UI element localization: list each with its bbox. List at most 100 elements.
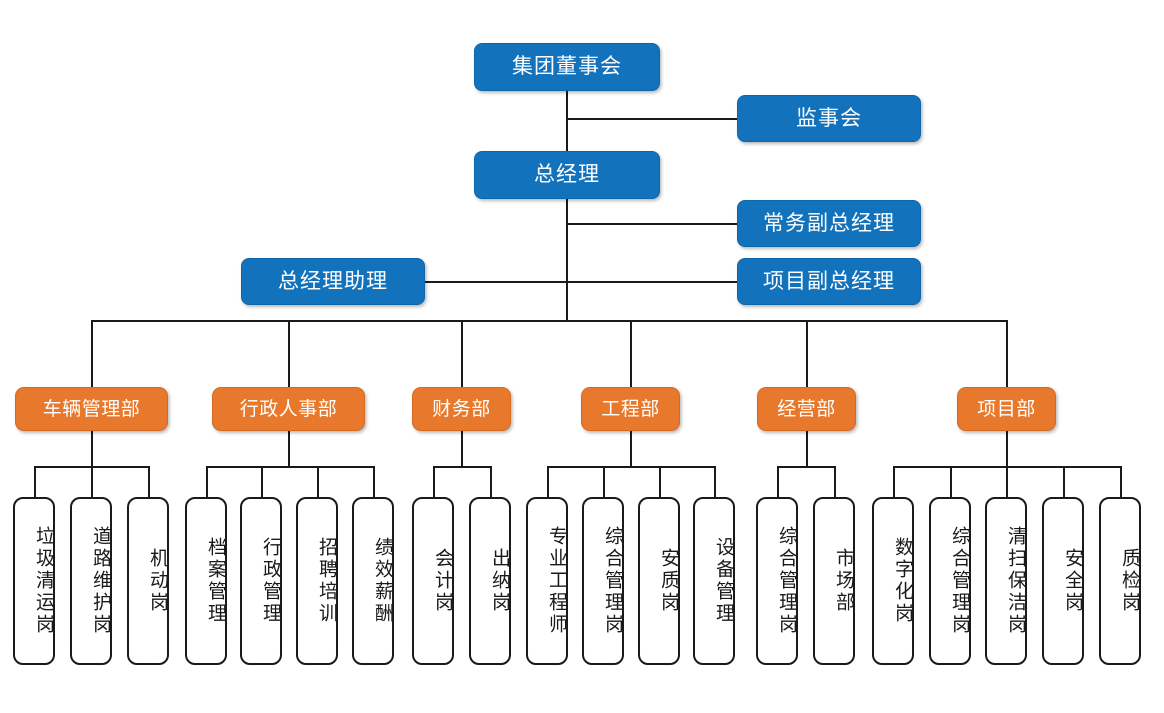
node-position[interactable]: 安质岗 xyxy=(638,497,680,665)
node-supervisory-board-label: 监事会 xyxy=(796,105,862,130)
node-position[interactable]: 招聘培训 xyxy=(296,497,338,665)
node-board[interactable]: 集团董事会 xyxy=(474,43,660,91)
node-department-admin-hr[interactable]: 行政人事部 xyxy=(212,387,365,431)
node-supervisory-board[interactable]: 监事会 xyxy=(737,95,921,142)
connector-leaf-drop xyxy=(1120,466,1122,497)
connector-dept-2-stem xyxy=(288,431,290,466)
connector-sub-bus-5 xyxy=(777,466,834,468)
node-position-label: 数字化岗 xyxy=(892,537,914,625)
connector-leaf-drop xyxy=(659,466,661,497)
connector-leaf-drop xyxy=(1006,466,1008,497)
connector-gm-trunk xyxy=(566,199,568,321)
node-position[interactable]: 出纳岗 xyxy=(469,497,511,665)
node-department-project[interactable]: 项目部 xyxy=(957,387,1056,431)
node-position-label: 招聘培训 xyxy=(316,537,338,625)
node-position-label: 档案管理 xyxy=(205,537,227,625)
connector-leaf-drop xyxy=(148,466,150,497)
connector-leaf-drop xyxy=(91,466,93,497)
connector-dept-4-stem xyxy=(630,431,632,466)
connector-leaf-drop xyxy=(834,466,836,497)
node-position-label: 综合管理岗 xyxy=(949,526,971,636)
node-department-label: 车辆管理部 xyxy=(42,397,141,420)
node-position[interactable]: 机动岗 xyxy=(127,497,169,665)
node-position[interactable]: 绩效薪酬 xyxy=(352,497,394,665)
node-position-label: 出纳岗 xyxy=(489,548,511,614)
node-position[interactable]: 数字化岗 xyxy=(872,497,914,665)
connector-department-bus xyxy=(91,320,1007,322)
connector-to-project-deputy xyxy=(566,281,738,283)
node-position[interactable]: 综合管理岗 xyxy=(756,497,798,665)
connector-bus-to-dept-3 xyxy=(461,320,463,387)
connector-dept-5-stem xyxy=(806,431,808,466)
connector-leaf-drop xyxy=(714,466,716,497)
node-position[interactable]: 清扫保洁岗 xyxy=(985,497,1027,665)
connector-sub-bus-2 xyxy=(206,466,373,468)
node-position-label: 安质岗 xyxy=(658,548,680,614)
node-position[interactable]: 垃圾清运岗 xyxy=(13,497,55,665)
node-position[interactable]: 设备管理 xyxy=(693,497,735,665)
node-position-label: 市场部 xyxy=(833,548,855,614)
node-position-label: 清扫保洁岗 xyxy=(1005,526,1027,636)
node-position-label: 行政管理 xyxy=(260,537,282,625)
connector-leaf-drop xyxy=(777,466,779,497)
connector-to-executive-deputy xyxy=(566,223,738,225)
connector-leaf-drop xyxy=(893,466,895,497)
node-general-manager[interactable]: 总经理 xyxy=(474,151,660,199)
connector-to-supervisory xyxy=(566,118,738,120)
node-position-label: 安全岗 xyxy=(1062,548,1084,614)
node-executive-deputy-gm[interactable]: 常务副总经理 xyxy=(737,200,921,247)
node-position[interactable]: 综合管理岗 xyxy=(582,497,624,665)
node-position-label: 会计岗 xyxy=(432,548,454,614)
connector-leaf-drop xyxy=(317,466,319,497)
connector-bus-to-dept-1 xyxy=(91,320,93,387)
node-department-label: 项目部 xyxy=(977,397,1036,420)
node-department-finance[interactable]: 财务部 xyxy=(412,387,511,431)
connector-to-gm-assistant xyxy=(425,281,567,283)
connector-bus-to-dept-4 xyxy=(630,320,632,387)
connector-sub-bus-3 xyxy=(433,466,490,468)
connector-bus-to-dept-5 xyxy=(806,320,808,387)
node-position[interactable]: 综合管理岗 xyxy=(929,497,971,665)
node-department-vehicle-management[interactable]: 车辆管理部 xyxy=(15,387,168,431)
connector-leaf-drop xyxy=(950,466,952,497)
node-gm-assistant[interactable]: 总经理助理 xyxy=(241,258,425,305)
connector-leaf-drop xyxy=(261,466,263,497)
node-position[interactable]: 市场部 xyxy=(813,497,855,665)
node-position[interactable]: 质检岗 xyxy=(1099,497,1141,665)
connector-bus-to-dept-2 xyxy=(288,320,290,387)
node-department-label: 行政人事部 xyxy=(239,397,338,420)
node-department-operations[interactable]: 经营部 xyxy=(757,387,856,431)
node-department-label: 财务部 xyxy=(432,397,491,420)
node-position[interactable]: 档案管理 xyxy=(185,497,227,665)
node-position-label: 综合管理岗 xyxy=(776,526,798,636)
node-position[interactable]: 行政管理 xyxy=(240,497,282,665)
node-executive-deputy-gm-label: 常务副总经理 xyxy=(763,210,895,235)
connector-dept-6-stem xyxy=(1006,431,1008,466)
node-project-deputy-gm[interactable]: 项目副总经理 xyxy=(737,258,921,305)
node-department-label: 经营部 xyxy=(777,397,836,420)
connector-leaf-drop xyxy=(1063,466,1065,497)
connector-leaf-drop xyxy=(547,466,549,497)
connector-leaf-drop xyxy=(433,466,435,497)
node-position[interactable]: 安全岗 xyxy=(1042,497,1084,665)
node-position-label: 垃圾清运岗 xyxy=(33,526,55,636)
node-board-label: 集团董事会 xyxy=(512,54,622,79)
node-position-label: 设备管理 xyxy=(713,537,735,625)
node-position[interactable]: 专业工程师 xyxy=(526,497,568,665)
node-position-label: 道路维护岗 xyxy=(90,526,112,636)
node-general-manager-label: 总经理 xyxy=(534,162,600,187)
node-position-label: 综合管理岗 xyxy=(602,526,624,636)
node-department-engineering[interactable]: 工程部 xyxy=(581,387,680,431)
node-position-label: 绩效薪酬 xyxy=(372,537,394,625)
connector-board-to-gm xyxy=(566,91,568,151)
connector-leaf-drop xyxy=(206,466,208,497)
node-position[interactable]: 会计岗 xyxy=(412,497,454,665)
connector-leaf-drop xyxy=(34,466,36,497)
node-position[interactable]: 道路维护岗 xyxy=(70,497,112,665)
node-department-label: 工程部 xyxy=(601,397,660,420)
node-position-label: 质检岗 xyxy=(1119,548,1141,614)
node-gm-assistant-label: 总经理助理 xyxy=(278,268,388,293)
connector-sub-bus-4 xyxy=(547,466,714,468)
node-position-label: 机动岗 xyxy=(147,548,169,614)
